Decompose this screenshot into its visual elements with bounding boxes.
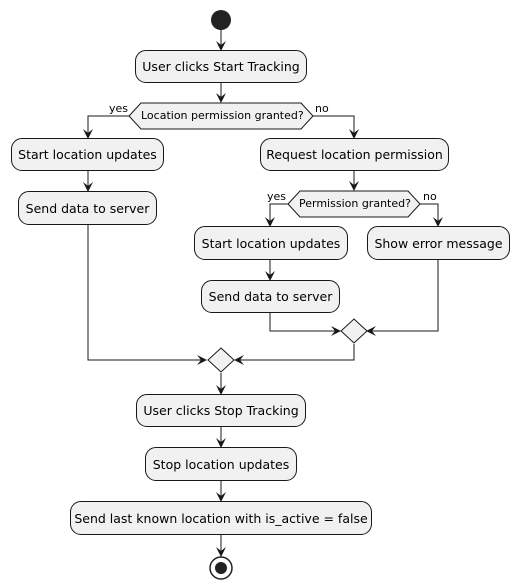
action-send-data-right: Send data to server [201,280,340,313]
edge-decision1-no [313,115,359,139]
edge-right-send-to-merge2 [269,313,341,336]
edge-decision2-yes [265,203,288,227]
decision-permission-label: Permission granted? [299,197,411,210]
action-start-tracking: User clicks Start Tracking [135,50,307,83]
edge-left-send-to-merge [87,225,207,365]
edge-decision1-yes [83,115,129,139]
branch-yes-1: yes [109,102,129,115]
edge-error-to-merge2 [366,260,439,336]
action-send-last-location: Send last known location with is_active … [70,501,372,535]
edge-merge2-to-merge1 [234,344,355,365]
branch-no-2: no [423,190,437,203]
end-node-inner [215,562,227,574]
start-node [211,10,231,30]
merge-outer [207,347,235,373]
action-request-permission: Request location permission [260,138,449,171]
decision-location-permission [128,102,314,130]
action-start-updates-left: Start location updates [11,138,164,171]
action-stop-tracking: User clicks Stop Tracking [136,394,306,427]
decision-location-permission-label: Location permission granted? [141,109,304,122]
branch-no-1: no [315,102,329,115]
branch-yes-2: yes [267,190,287,203]
edge-decision2-no [420,203,443,227]
action-start-updates-right: Start location updates [194,226,348,260]
action-stop-updates: Stop location updates [145,447,297,481]
merge-inner [340,318,368,344]
action-send-data-left: Send data to server [18,191,157,225]
action-show-error: Show error message [367,226,510,260]
decision-permission [287,190,421,218]
